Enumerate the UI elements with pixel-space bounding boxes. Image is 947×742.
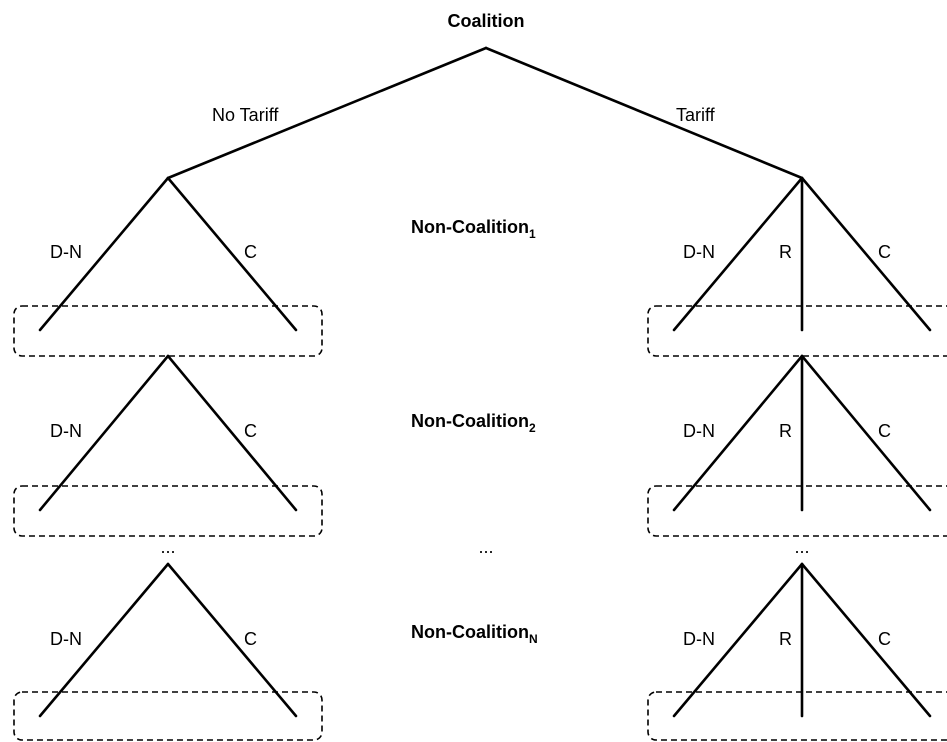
stage-1-right-action-r: R bbox=[779, 242, 792, 262]
ellipsis-right: ... bbox=[794, 537, 809, 557]
stage-n-left-edge-c bbox=[166, 562, 298, 718]
stage-n-right-edge-dn bbox=[672, 562, 804, 718]
stage-2-player-name: Non-Coalition bbox=[411, 411, 529, 431]
stage-1-player-name: Non-Coalition bbox=[411, 217, 529, 237]
root-edge-tariff bbox=[484, 46, 804, 180]
stage-1-right-action-c: C bbox=[878, 242, 891, 262]
stage-2-player-label: Non-Coalition2 bbox=[411, 411, 536, 435]
stage-1-right-information-set bbox=[647, 305, 947, 357]
stage-2-left-action-c: C bbox=[244, 421, 257, 441]
stage-n-left-action-dn: D-N bbox=[50, 629, 82, 649]
root-action-no-tariff: No Tariff bbox=[212, 105, 279, 125]
ellipsis-center: ... bbox=[478, 537, 493, 557]
root-action-tariff: Tariff bbox=[676, 105, 716, 125]
root-edge-no-tariff bbox=[166, 46, 488, 180]
stage-2-left-information-set bbox=[13, 485, 323, 537]
stage-n-right-action-c: C bbox=[878, 629, 891, 649]
stage-1-left-action-dn: D-N bbox=[50, 242, 82, 262]
stage-1-right-edge-dn bbox=[672, 176, 804, 332]
stage-1-left-information-set bbox=[13, 305, 323, 357]
root-player-label: Coalition bbox=[448, 11, 525, 31]
stage-2-left-edge-c bbox=[166, 354, 298, 512]
stage-n-right-edge-c bbox=[800, 562, 932, 718]
stage-1-right-action-dn: D-N bbox=[683, 242, 715, 262]
stage-2-right-action-c: C bbox=[878, 421, 891, 441]
stage-n-right-information-set bbox=[647, 691, 947, 741]
stage-1-right-edge-c bbox=[800, 176, 932, 332]
stage-n-left-edge-dn bbox=[38, 562, 170, 718]
stage-1-player-label: Non-Coalition1 bbox=[411, 217, 536, 241]
stage-2: D-N C D-N R C Non-Coalition2 bbox=[13, 354, 947, 537]
stage-2-left-action-dn: D-N bbox=[50, 421, 82, 441]
stage-2-player-subscript: 2 bbox=[529, 421, 536, 435]
stage-1-left-action-c: C bbox=[244, 242, 257, 262]
stage-2-left-edge-dn bbox=[38, 354, 170, 512]
stage-1-player-subscript: 1 bbox=[529, 227, 536, 241]
stage-2-right-action-r: R bbox=[779, 421, 792, 441]
stage-n-right-action-dn: D-N bbox=[683, 629, 715, 649]
stage-n-player-label: Non-CoalitionN bbox=[411, 622, 538, 646]
stage-1: D-N C D-N R C Non-Coalition1 bbox=[13, 176, 947, 357]
stage-2-right-edge-dn bbox=[672, 354, 804, 512]
stage-2-right-action-dn: D-N bbox=[683, 421, 715, 441]
stage-1-left-edge-c bbox=[166, 176, 298, 332]
ellipsis-left: ... bbox=[160, 537, 175, 557]
stage-n: D-N C D-N R C Non-CoalitionN bbox=[13, 562, 947, 741]
stage-n-player-name: Non-Coalition bbox=[411, 622, 529, 642]
stage-n-left-information-set bbox=[13, 691, 323, 741]
stage-1-left-edge-dn bbox=[38, 176, 170, 332]
stage-2-right-edge-c bbox=[800, 354, 932, 512]
stage-n-player-subscript: N bbox=[529, 632, 538, 646]
stage-2-right-information-set bbox=[647, 485, 947, 537]
stage-n-left-action-c: C bbox=[244, 629, 257, 649]
stage-n-right-action-r: R bbox=[779, 629, 792, 649]
